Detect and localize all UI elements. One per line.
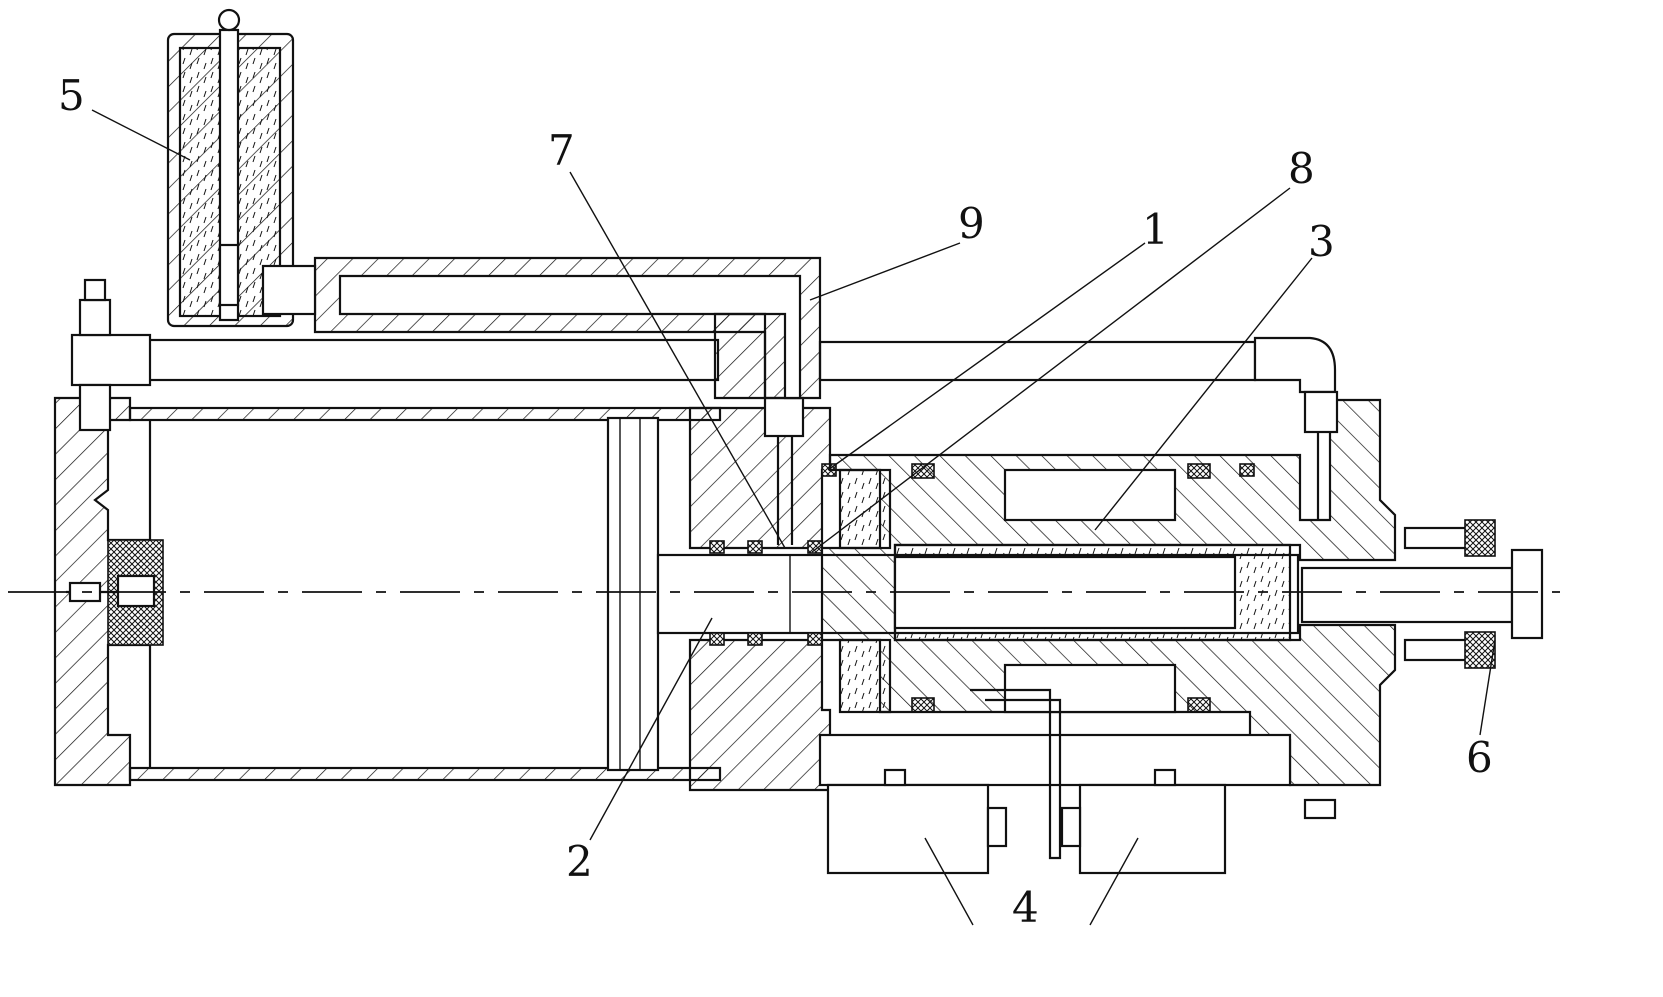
label-9: 9 [958, 199, 985, 248]
leader-lines [91, 109, 1496, 926]
oil-reservoir [166, 8, 317, 328]
label-1: 1 [1142, 205, 1169, 254]
label-8: 8 [1288, 144, 1315, 193]
label-3: 3 [1308, 217, 1335, 266]
booster-housing [820, 398, 1397, 787]
output-head [1300, 519, 1544, 669]
oil-pipe [313, 256, 822, 400]
label-4: 4 [1012, 883, 1039, 932]
label-6: 6 [1466, 733, 1493, 782]
piston [606, 416, 660, 772]
part-labels: 5 7 8 9 1 3 2 6 4 [58, 71, 1493, 932]
label-2: 2 [566, 837, 593, 886]
valve-block [818, 688, 1337, 875]
label-7: 7 [548, 126, 575, 175]
pipe-port [776, 436, 794, 545]
air-tube [146, 336, 1339, 520]
label-5: 5 [58, 71, 85, 120]
left-air-fitting [70, 278, 152, 432]
